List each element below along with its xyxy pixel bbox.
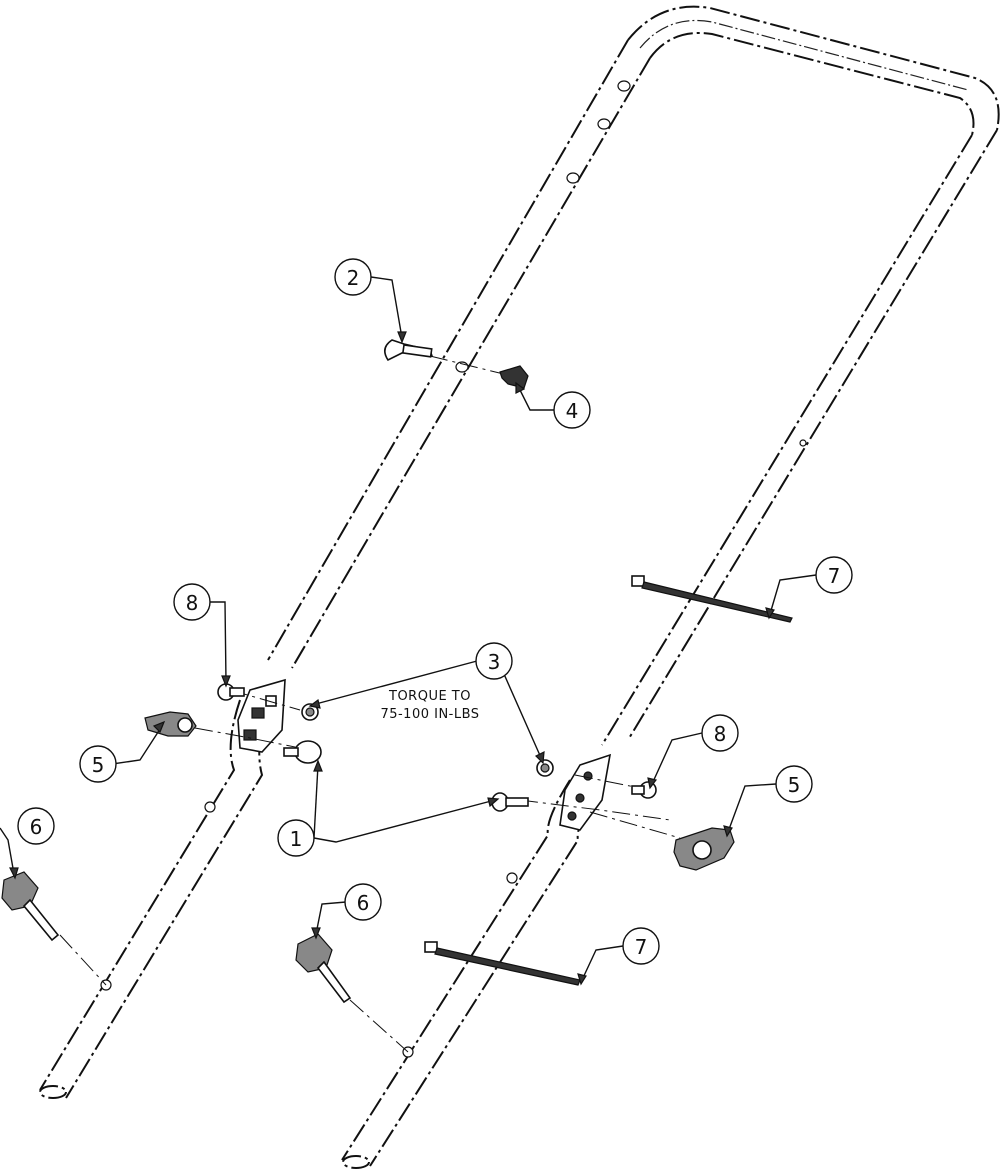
svg-text:1: 1: [290, 827, 303, 851]
callout-8-left: 8: [173, 583, 211, 621]
rope-guide-right: [295, 933, 352, 1004]
torque-note-line2: 75-100 IN-LBS: [380, 707, 479, 722]
handle-knob-left: [144, 711, 197, 737]
svg-text:8: 8: [714, 722, 727, 746]
svg-text:6: 6: [357, 891, 370, 915]
callout-8-right: 8: [701, 714, 739, 752]
callout-6-left: 6: [17, 807, 55, 845]
flange-bolt-left: [217, 683, 245, 701]
callout-5-left: 5: [79, 745, 117, 783]
callout-5-right: 5: [775, 765, 813, 803]
lock-nut-left: [301, 703, 319, 721]
torque-note-line1: TORQUE TO: [388, 689, 471, 704]
callout-1: 1: [277, 819, 315, 857]
svg-text:3: 3: [488, 650, 501, 674]
lock-nut-right: [536, 759, 554, 777]
handle-hole: [566, 172, 580, 184]
callout-7-upper: 7: [815, 556, 853, 594]
svg-text:7: 7: [828, 564, 841, 588]
handle-hole: [506, 872, 518, 884]
svg-text:5: 5: [92, 753, 105, 777]
svg-text:6: 6: [30, 815, 43, 839]
cable-tie-upper: [631, 575, 793, 623]
svg-text:2: 2: [347, 266, 360, 290]
lower-handle-left: [39, 699, 267, 1099]
clevis-pin: [384, 339, 434, 362]
svg-text:8: 8: [186, 591, 199, 615]
right-bracket: [559, 753, 612, 831]
center-lines: [59, 355, 681, 1053]
callout-6-right: 6: [344, 883, 382, 921]
left-bracket: [237, 678, 286, 753]
cable-tie-lower: [424, 941, 581, 986]
leader-lines: [0, 276, 817, 986]
upper-handle: [267, 5, 1000, 746]
svg-text:7: 7: [635, 935, 648, 959]
svg-text:5: 5: [788, 773, 801, 797]
callout-3: 3: [475, 642, 513, 680]
carriage-bolt-right: [491, 792, 529, 812]
callout-7-lower: 7: [622, 927, 660, 965]
svg-text:4: 4: [566, 399, 579, 423]
handle-hole: [597, 118, 611, 130]
lower-handle-right: [341, 779, 599, 1169]
handle-hole: [799, 439, 807, 447]
rope-guide-left: [1, 871, 60, 942]
callout-2: 2: [334, 258, 372, 296]
handle-knob-right: [673, 827, 735, 871]
handle-hole: [617, 80, 631, 92]
carriage-bolt-left: [283, 740, 322, 764]
callout-4: 4: [553, 391, 591, 429]
hairpin-clip: [499, 365, 529, 389]
handle-hole: [204, 801, 216, 813]
